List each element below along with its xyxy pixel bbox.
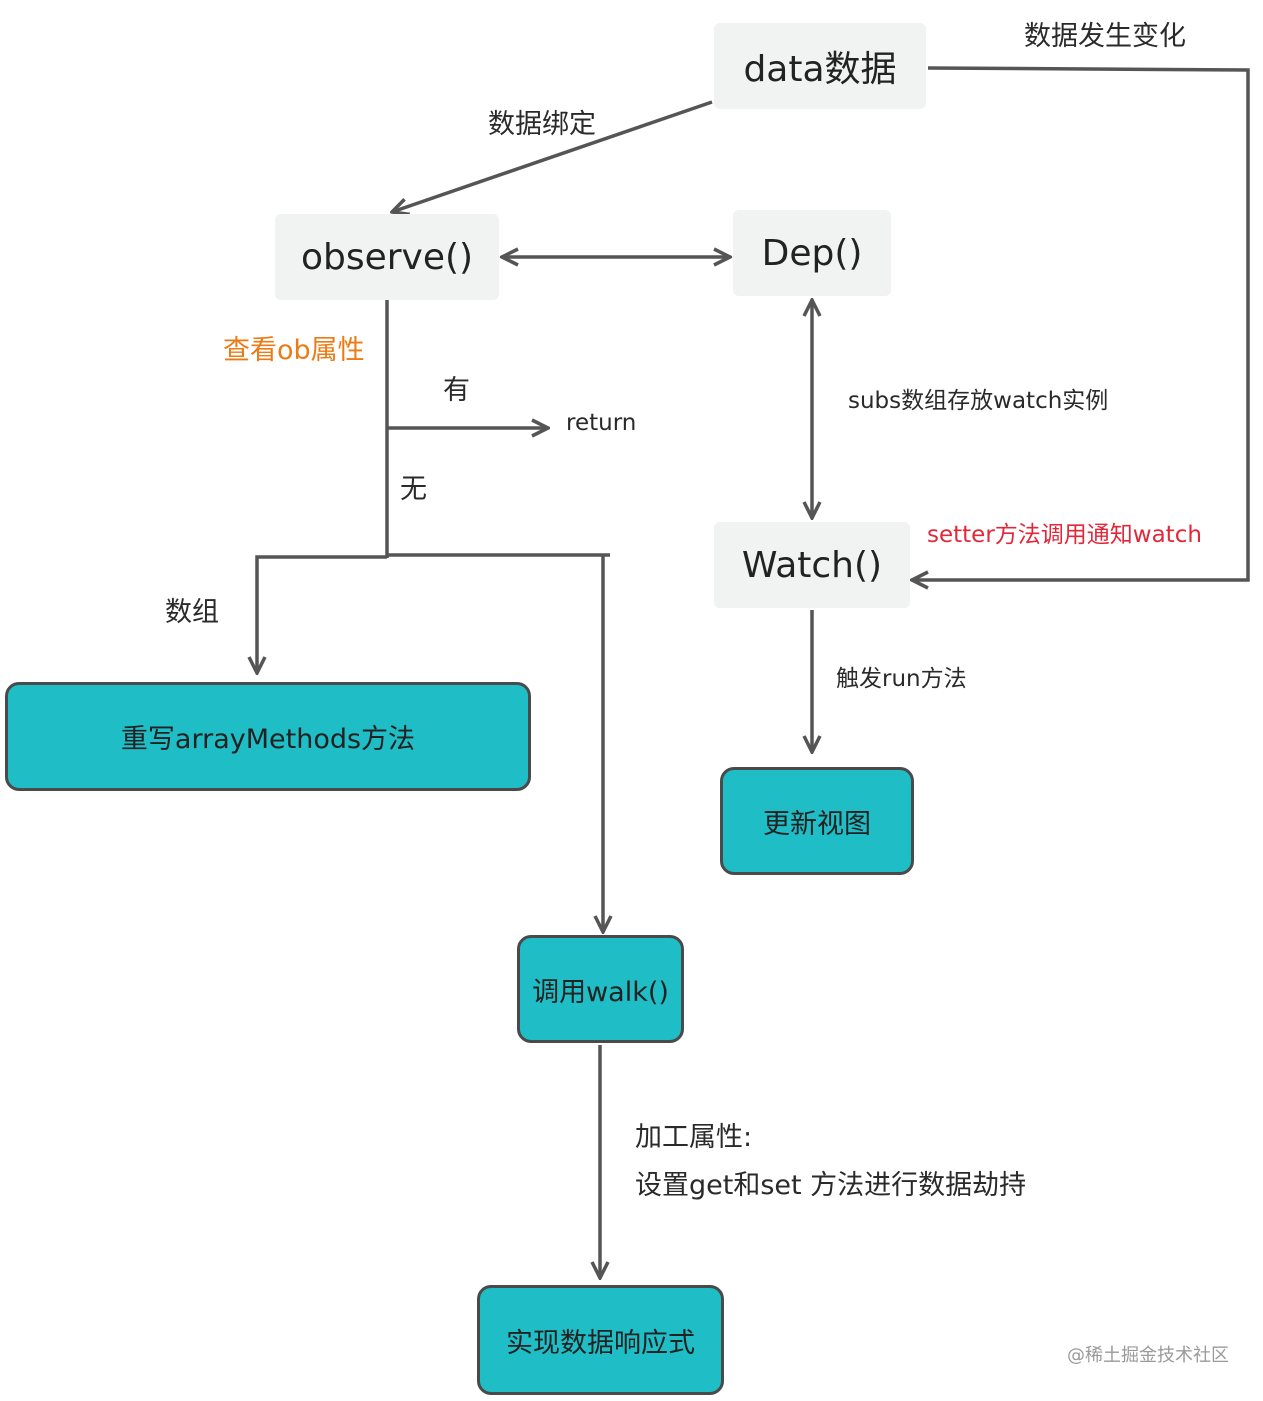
node-reactive: 实现数据响应式 [477, 1285, 724, 1395]
node-array-methods: 重写arrayMethods方法 [5, 682, 531, 791]
label-data-changed: 数据发生变化 [1024, 21, 1186, 52]
node-dep: Dep() [733, 210, 891, 296]
label-subs: subs数组存放watch实例 [848, 388, 1109, 414]
label-getset: 设置get和set 方法进行数据劫持 [635, 1170, 1027, 1201]
label-return: return [566, 410, 637, 436]
label-has: 有 [443, 375, 470, 406]
label-array: 数组 [165, 597, 219, 628]
edge-data-to-observe [392, 100, 713, 212]
node-observe: observe() [275, 214, 499, 300]
label-check-ob: 查看ob属性 [223, 335, 365, 366]
edge-to-array-methods [257, 555, 387, 673]
watermark: @稀土掘金技术社区 [1067, 1345, 1229, 1366]
node-watch: Watch() [714, 522, 910, 608]
node-data: data数据 [714, 23, 926, 109]
label-none: 无 [400, 474, 427, 505]
label-data-binding: 数据绑定 [488, 109, 596, 140]
label-process-attr: 加工属性: [635, 1122, 753, 1153]
edge-data-changed-to-watch [912, 66, 1250, 580]
label-trigger-run: 触发run方法 [836, 666, 967, 692]
label-setter-notify: setter方法调用通知watch [927, 522, 1202, 548]
node-update-view: 更新视图 [720, 767, 914, 875]
node-walk: 调用walk() [517, 935, 684, 1043]
